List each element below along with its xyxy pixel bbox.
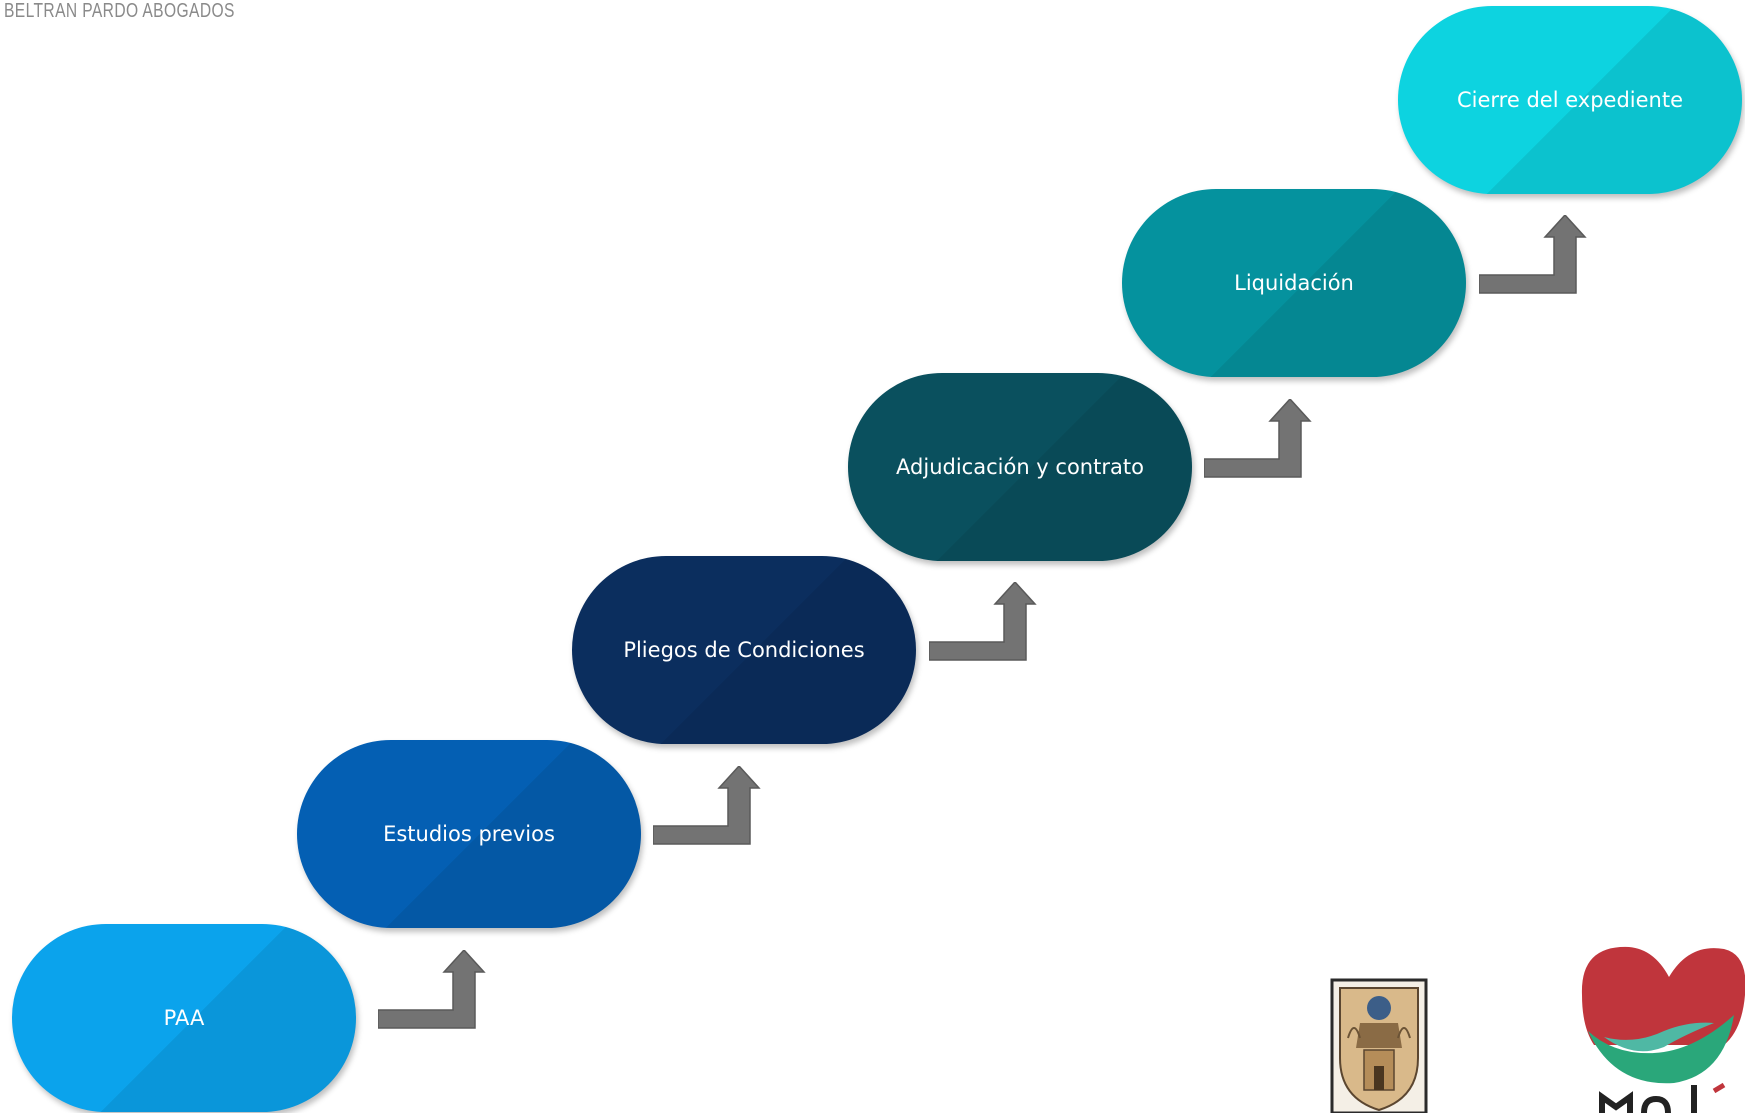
step-label: Liquidación xyxy=(1234,271,1354,295)
bent-arrow-icon xyxy=(929,582,1037,661)
bent-arrow-icon xyxy=(1204,399,1312,478)
step-label: PAA xyxy=(163,1006,205,1030)
step-label: Adjudicación y contrato xyxy=(896,455,1144,479)
coat-of-arms-logo xyxy=(1330,978,1428,1113)
heart-logo xyxy=(1581,946,1745,1113)
step-liquidacion: Liquidación xyxy=(1122,189,1466,377)
step-paa: PAA xyxy=(12,924,356,1112)
step-cierre-del-expediente: Cierre del expediente xyxy=(1398,6,1742,194)
step-label: Pliegos de Condiciones xyxy=(623,638,865,662)
step-estudios-previos: Estudios previos xyxy=(297,740,641,928)
step-pliegos-de-condiciones: Pliegos de Condiciones xyxy=(572,556,916,744)
bent-arrow-icon xyxy=(1479,215,1587,294)
step-label: Cierre del expediente xyxy=(1457,88,1683,112)
bent-arrow-icon xyxy=(378,950,486,1029)
bent-arrow-icon xyxy=(653,766,761,845)
step-label: Estudios previos xyxy=(383,822,555,846)
step-adjudicacion-y-contrato: Adjudicación y contrato xyxy=(848,373,1192,561)
brand-logo-text: BELTRAN PARDO ABOGADOS xyxy=(4,0,235,22)
